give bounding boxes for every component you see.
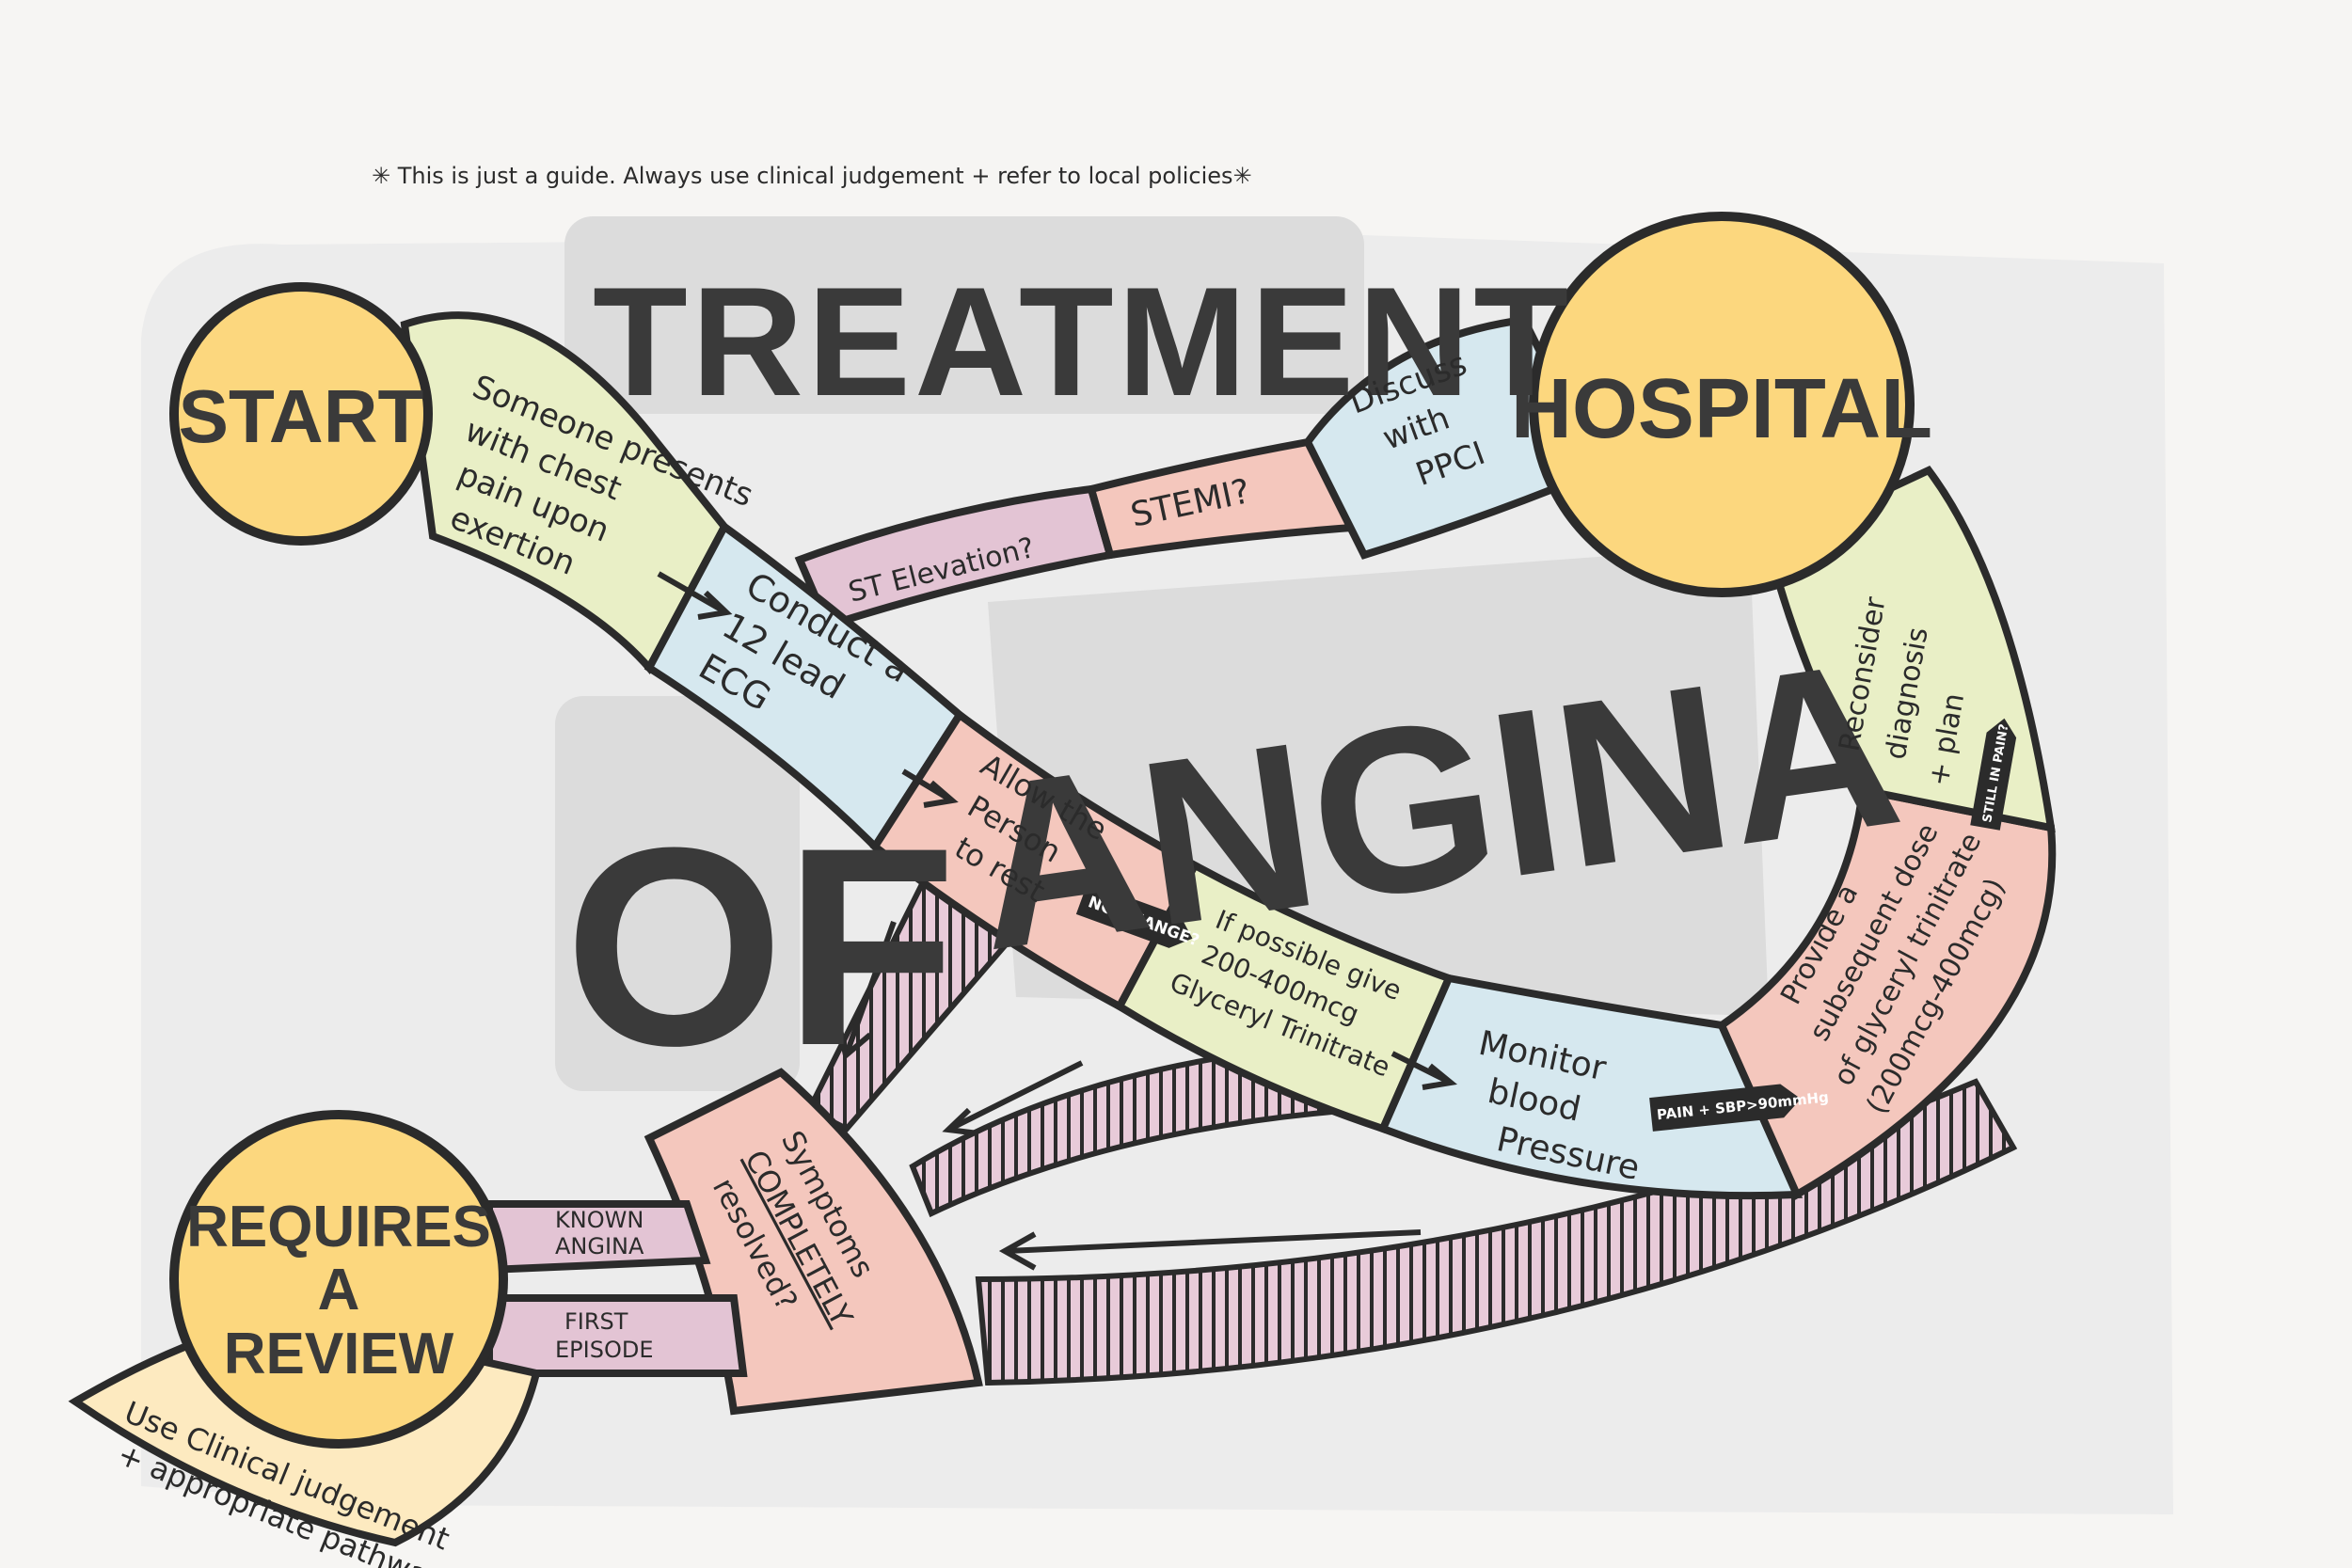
first-episode-text: FIRST EPISODE — [555, 1308, 653, 1363]
known-angina-text: KNOWN ANGINA — [555, 1207, 644, 1259]
hospital-label: HOSPITAL — [1511, 362, 1932, 456]
title-shadow-of — [555, 696, 800, 1091]
review-line-3: REVIEW — [224, 1322, 454, 1386]
monitor-segment — [1377, 974, 1804, 1200]
known-line-1: KNOWN — [555, 1207, 644, 1233]
title-shadow-treatment — [564, 216, 1364, 414]
flow-arrows — [657, 571, 1458, 1271]
reconsider-segment — [1764, 465, 2056, 833]
stripe-tail-subsequent — [975, 1078, 2018, 1386]
review-line-1: REQUIRES — [186, 1195, 491, 1259]
known-line-2: ANGINA — [555, 1233, 644, 1259]
arrow-subsequent-symptoms — [1006, 1229, 1422, 1254]
review-node — [169, 1110, 508, 1449]
review-line-2: A — [318, 1258, 360, 1323]
title-treatment: TREATMENT — [593, 255, 1572, 428]
start-label: START — [179, 374, 424, 458]
arrow-rest-symptoms — [844, 920, 897, 1055]
hospital-node — [1529, 212, 1915, 597]
first-line-1: FIRST — [564, 1308, 628, 1335]
start-node — [169, 282, 433, 546]
arrow-presents-ecg — [657, 571, 726, 614]
disclaimer-text: ✳ This is just a guide. Always use clini… — [372, 163, 1252, 189]
review-label: REQUIRES A REVIEW — [186, 1195, 491, 1386]
arrow-monitor-symptoms — [948, 1060, 1084, 1132]
subsequent-segment — [1716, 785, 2057, 1200]
first-line-2: EPISODE — [555, 1337, 653, 1363]
title-of: OF — [564, 788, 957, 1104]
